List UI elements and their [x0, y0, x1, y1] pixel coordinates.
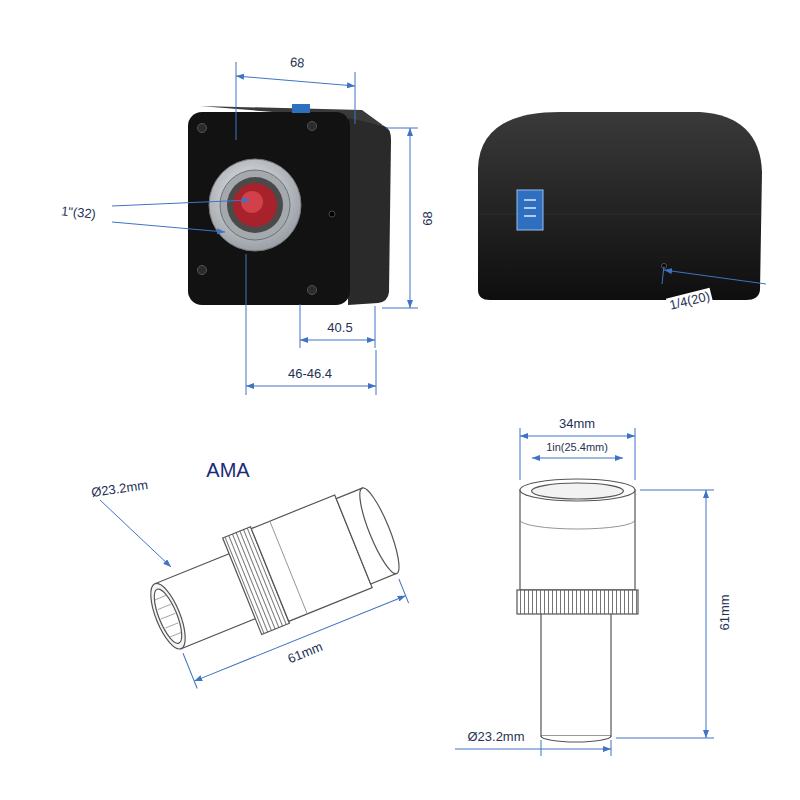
dimension-lines: [662, 266, 766, 284]
sensor: [233, 183, 277, 227]
screw: [308, 122, 317, 131]
screw: [308, 286, 317, 295]
dimension-length: 61mm: [284, 638, 327, 667]
dimension-diameter: 34mm: [557, 416, 597, 431]
dimension-diameter: Ø23.2mm: [465, 729, 526, 744]
usb-logo: [517, 190, 543, 230]
dimension-depth: 46-46.4: [286, 366, 334, 381]
dimension-lines: [100, 500, 171, 567]
dimension-width: 68: [287, 54, 307, 71]
dimension-lines: [183, 568, 409, 689]
screw: [198, 266, 207, 275]
logo: [292, 104, 310, 113]
camera-side: [348, 116, 391, 305]
dimension-height: 68: [420, 209, 435, 227]
dimension-diameter: Ø23.2mm: [89, 476, 152, 499]
lens-mount: [209, 159, 301, 251]
dimension-length: 61mm: [717, 592, 732, 632]
lens-ring: [220, 170, 290, 240]
lens-throat: [227, 177, 283, 233]
dimension-lines: [112, 62, 418, 395]
dimension-depth: 40.5: [325, 320, 354, 335]
sensor-glint: [241, 191, 263, 213]
part-name: AMA: [204, 459, 251, 481]
camera-front: [188, 104, 391, 305]
screw-hole: [329, 211, 335, 217]
dimension-lines: [455, 428, 714, 756]
camera-face: [188, 112, 350, 305]
adapter-side: [137, 479, 408, 669]
adapter-front: [517, 479, 638, 742]
screw: [198, 124, 207, 133]
camera-rear: [478, 112, 762, 300]
dimension-mount: 1"(32): [58, 203, 98, 222]
usb-logo-mark: [524, 200, 536, 216]
dimension-diameter: 1in(25.4mm): [544, 441, 610, 454]
camera-body: [478, 112, 762, 300]
dimension-thread: 1/4(20): [666, 287, 713, 312]
